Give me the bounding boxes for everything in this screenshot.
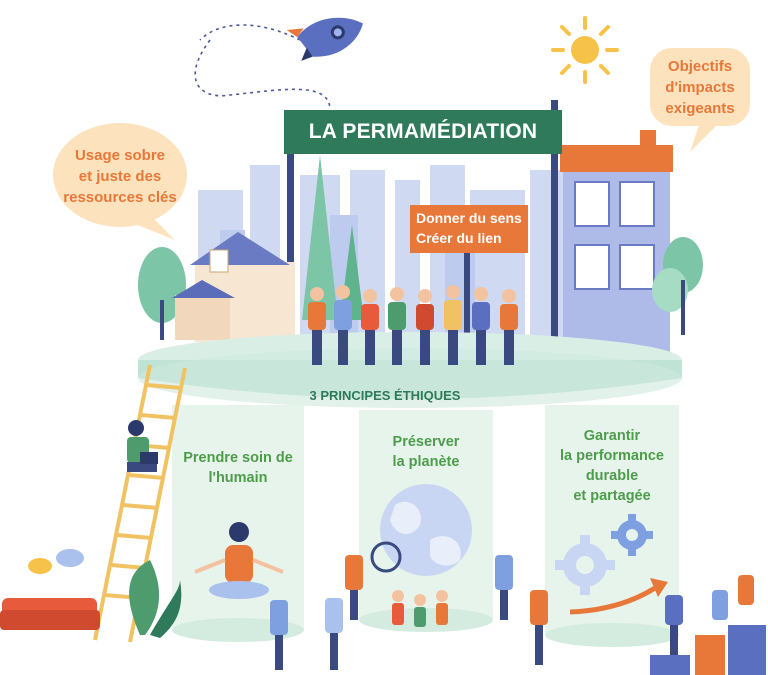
bubble-left-line: et juste des (78, 168, 162, 185)
bubble-left-line: ressources clés (63, 189, 177, 206)
growth-arrow-icon (569, 585, 657, 615)
rocket-icon (286, 17, 363, 61)
sign-line-1: Donner du sens (416, 210, 522, 226)
pillar-title-line: Prendre soin de (183, 450, 293, 466)
pillar-title-line: Préserver (392, 434, 460, 450)
bubble-right-line: d'impacts (665, 79, 735, 96)
bubble-right: Objectifs d'impacts exigeants (650, 56, 750, 119)
sun-icon (551, 16, 619, 84)
bubble-left-shape (53, 123, 187, 240)
bubble-left-line: Usage sobre (74, 147, 166, 164)
house (172, 232, 295, 342)
pillar-performance: Garantir la performance durable et parta… (545, 426, 679, 506)
meditating-person (194, 522, 284, 599)
pillar-title-line: la performance (560, 448, 664, 464)
pillar-title-line: la planète (392, 454, 460, 470)
principles-label: 3 PRINCIPES ÉTHIQUES (309, 388, 461, 403)
bubble-right-line: exigeants (665, 100, 735, 117)
gear-icon (555, 535, 615, 595)
pillar-title-line: durable (585, 468, 639, 484)
pillar-title-line: et partagée (573, 488, 651, 504)
pillar-human: Prendre soin de l'humain (172, 448, 304, 488)
globe-icon (380, 484, 472, 576)
bubble-right-line: Objectifs (667, 58, 733, 75)
sign-line-2: Créer du lien (416, 230, 502, 246)
pillar-title-line: l'humain (208, 470, 268, 486)
bubble-right-shape (650, 48, 750, 152)
banner (284, 110, 562, 154)
banner-title: LA PERMAMÉDIATION (308, 120, 538, 143)
pillar-title-line: Garantir (583, 428, 641, 444)
pillar-planet: Préserver la planète (359, 432, 493, 472)
apartment-building (560, 130, 673, 360)
bubble-left: Usage sobre et juste des ressources clés (58, 145, 182, 208)
